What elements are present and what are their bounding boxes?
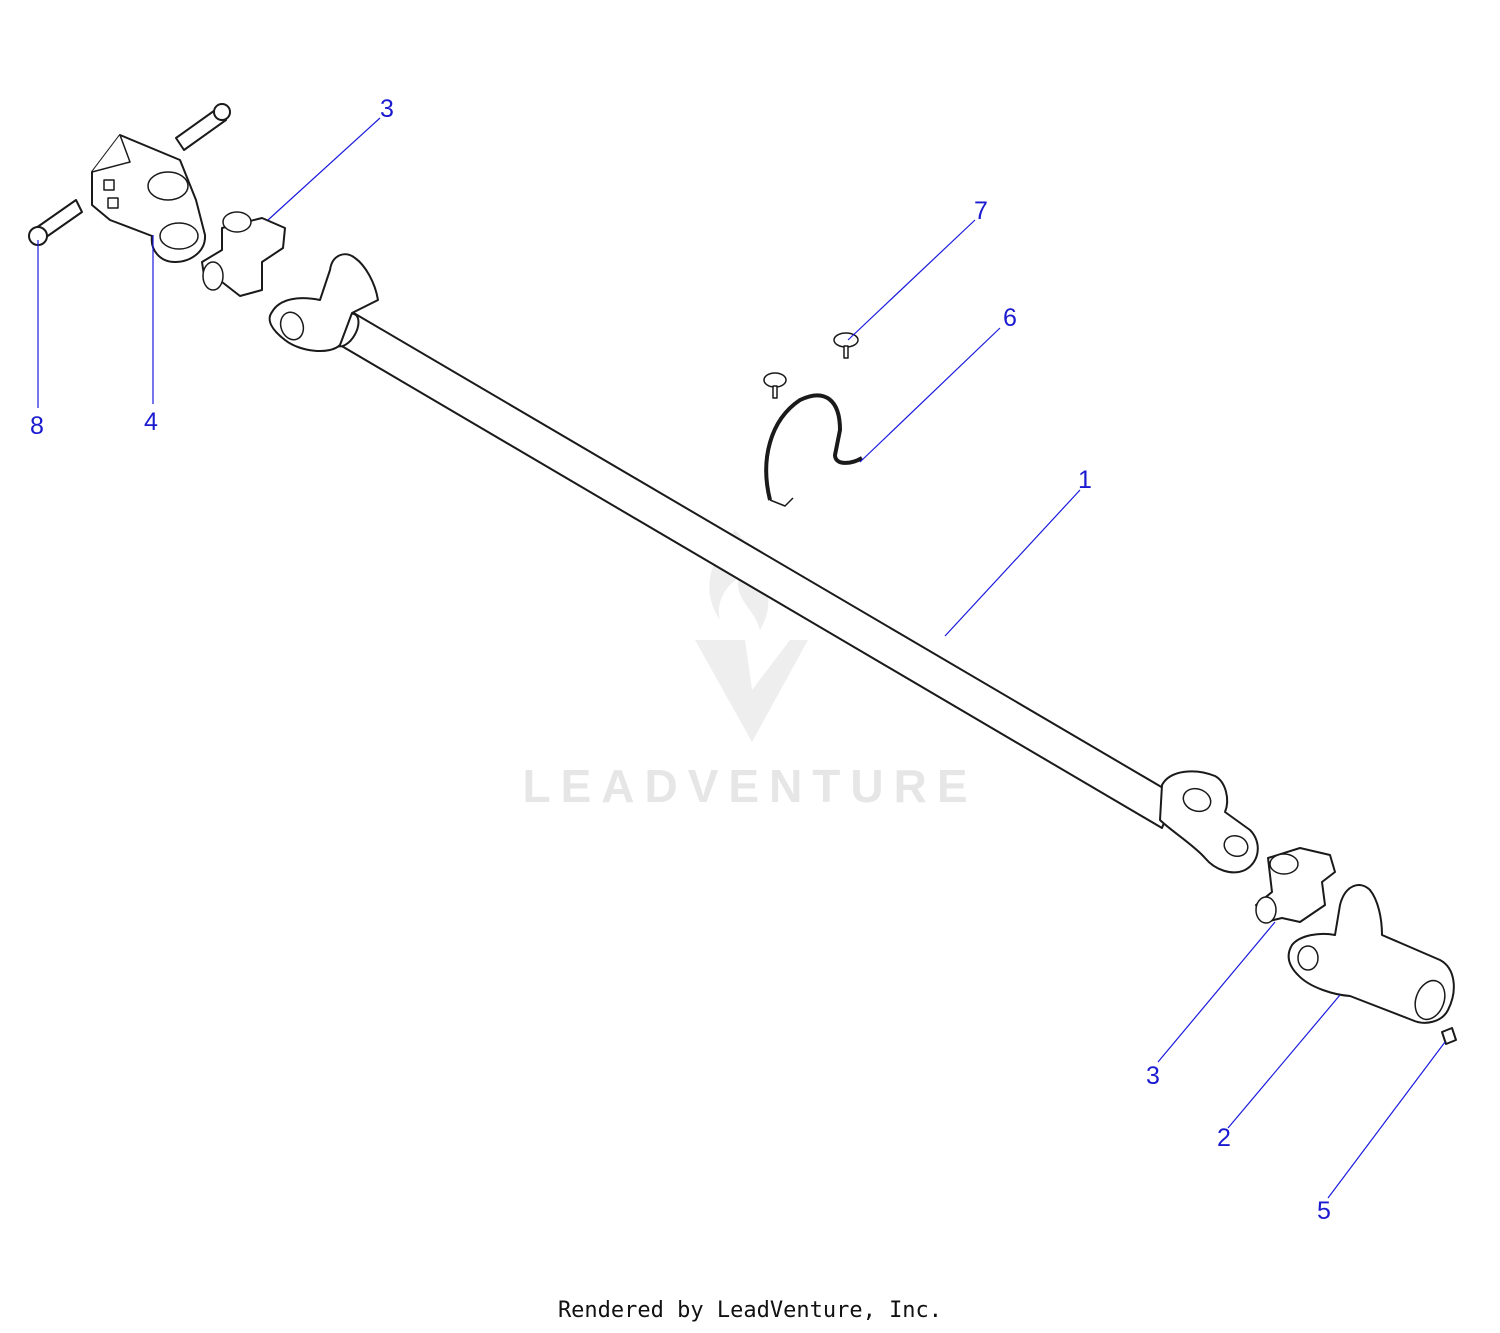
render-credit: Rendered by LeadVenture, Inc.: [557, 1298, 943, 1323]
slip-yoke[interactable]: [1287, 884, 1455, 1024]
grease-fitting[interactable]: [1441, 1027, 1457, 1045]
callout-3-upper: 3: [380, 95, 394, 123]
leader-1: [944, 489, 1081, 637]
wire-retaining-clip[interactable]: [763, 372, 864, 507]
watermark: LEADVENTURE: [522, 530, 977, 812]
universal-joint-upper[interactable]: [201, 211, 286, 297]
leader-3-upper: [267, 117, 381, 221]
callout-7: 7: [974, 197, 988, 225]
watermark-text: LEADVENTURE: [522, 760, 977, 812]
callout-5: 5: [1317, 1197, 1331, 1225]
cap-screw-upper[interactable]: [175, 103, 231, 151]
callout-8: 8: [30, 412, 44, 440]
callouts: 1 2 3 3 4 5 6 7 8: [30, 95, 1331, 1225]
leader-7: [847, 219, 976, 341]
leader-2: [1227, 994, 1341, 1129]
callout-2: 2: [1217, 1124, 1231, 1152]
leader-lines: [37, 117, 1446, 1199]
leader-5: [1327, 1041, 1446, 1199]
callout-3-lower: 3: [1146, 1062, 1160, 1090]
leader-6: [859, 327, 1001, 463]
callout-1: 1: [1078, 466, 1092, 494]
cap-screw-lower[interactable]: [28, 199, 83, 246]
watermark-v-logo-icon: [695, 640, 808, 742]
universal-joint-lower[interactable]: [1255, 847, 1336, 924]
driveshaft-tube[interactable]: [268, 253, 1259, 874]
callout-6: 6: [1003, 304, 1017, 332]
callout-4: 4: [144, 408, 158, 436]
clamp-yoke[interactable]: [91, 134, 207, 263]
clip-screw[interactable]: [833, 332, 859, 359]
leader-3-lower: [1157, 921, 1276, 1063]
